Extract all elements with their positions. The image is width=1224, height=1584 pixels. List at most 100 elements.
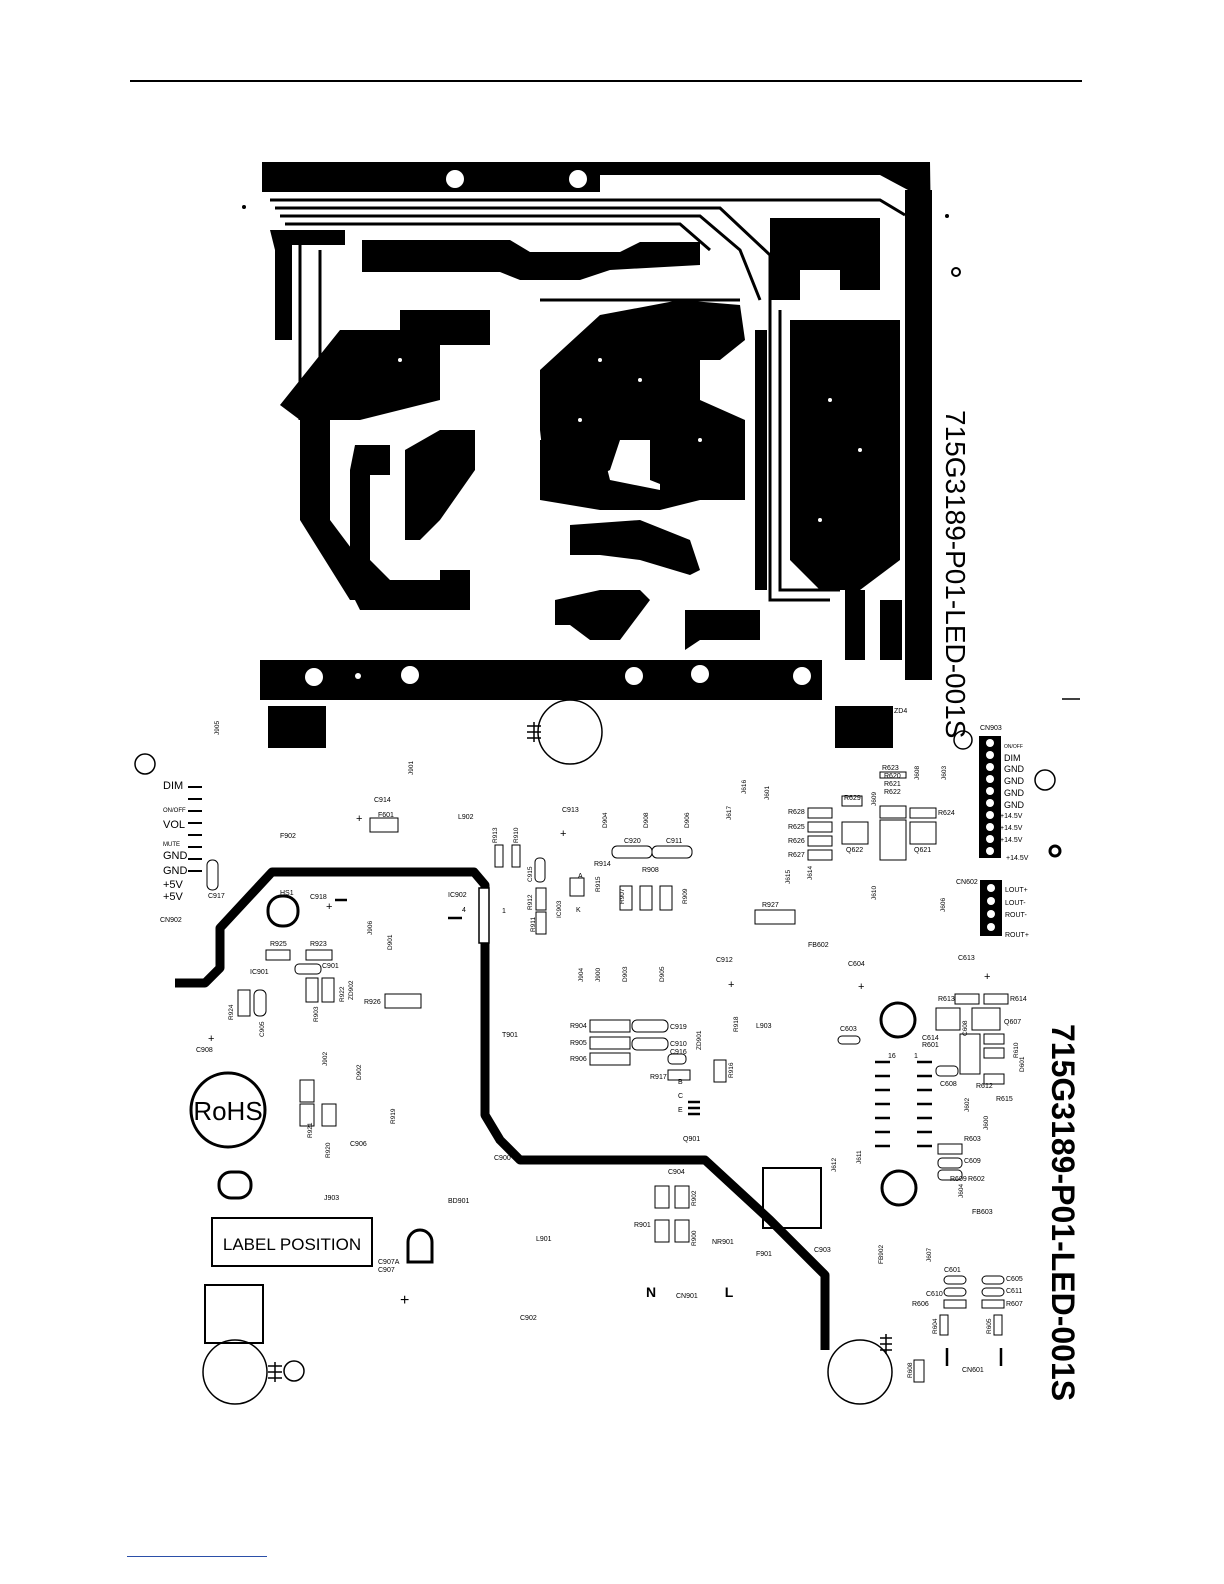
- via: [398, 358, 402, 362]
- ref-c610: C610: [926, 1291, 943, 1298]
- ref-r613: R613: [938, 996, 955, 1003]
- r628-outline: [807, 807, 833, 819]
- r902-outline: [674, 1185, 690, 1209]
- r921a-outline: [299, 1079, 315, 1103]
- ref-r620: R620: [884, 773, 901, 780]
- ref-c608-v: C608: [962, 1020, 969, 1036]
- cn903-pin-gnd3: GND: [1004, 788, 1025, 798]
- ref-r920: R920: [325, 1142, 332, 1158]
- ref-r926: R926: [364, 999, 381, 1006]
- ref-c914: C914: [374, 797, 391, 804]
- ref-c915: C915: [527, 866, 534, 882]
- via: [818, 518, 822, 522]
- ref-r910: R910: [513, 827, 520, 843]
- rohs-logo-ring: [189, 1071, 267, 1149]
- ref-r904: R904: [570, 1023, 587, 1030]
- fiducial-ring-right: [951, 267, 961, 277]
- copper-pour-right-block: [790, 320, 900, 590]
- q601-outline: [959, 1033, 981, 1075]
- mount-hole-fb603: [880, 1169, 918, 1207]
- ref-q607: Q607: [1004, 1019, 1021, 1026]
- mount-hole-7: [691, 665, 709, 683]
- r603-outline: [937, 1143, 963, 1155]
- via: [378, 518, 382, 522]
- part-number-top: 715G3189-P01-LED-001S: [940, 410, 971, 738]
- ref-j606: J606: [940, 898, 947, 912]
- ref-j904: J904: [578, 968, 585, 982]
- ref-r606: R606: [912, 1301, 929, 1308]
- ref-r909: R909: [682, 888, 689, 904]
- ref-r911: R911: [530, 917, 537, 932]
- r605-outline: [993, 1314, 1003, 1336]
- ref-r902: R902: [691, 1190, 698, 1206]
- mount-hole-5: [401, 666, 419, 684]
- ref-j607: J607: [926, 1248, 933, 1262]
- r912-outline: [535, 887, 547, 911]
- mount-hole-2: [569, 170, 587, 188]
- svg-text:+: +: [208, 1033, 214, 1045]
- j609-outline: [879, 805, 907, 819]
- svg-text:+: +: [984, 971, 990, 983]
- ref-c901: C901: [322, 963, 339, 970]
- cn902-pin-5v2: +5V: [163, 891, 184, 903]
- cn903-pin-dim: DIM: [1004, 753, 1021, 763]
- ref-q622: Q622: [846, 847, 863, 854]
- cn902-pin-dim: DIM: [163, 780, 183, 792]
- r916-outline: [713, 1059, 727, 1083]
- ref-j601: J601: [764, 786, 771, 800]
- cn903-pin-v1: +14.5V: [1000, 813, 1023, 820]
- pin-marker-k: K: [576, 907, 581, 914]
- ref-c604: C604: [848, 961, 865, 968]
- ref-ic901: IC901: [250, 969, 269, 976]
- r903a-outline: [305, 977, 319, 1003]
- r907-outline: [619, 885, 633, 911]
- r624-outline: [909, 807, 937, 819]
- hs1-slot: [266, 894, 300, 928]
- copper-pour-lower-right: [685, 610, 760, 650]
- ref-zd4: ZD4: [894, 708, 907, 715]
- rohs-logo: RoHS: [193, 1096, 262, 1126]
- ref-c611: C611: [1006, 1288, 1022, 1295]
- ref-j600: J600: [983, 1116, 990, 1130]
- copper-pour-left-main: [280, 310, 490, 600]
- pin-marker-e: E: [678, 1107, 683, 1114]
- polarity-plus-marks: +++ +++ ++: [208, 813, 990, 1309]
- ref-fb602: FB602: [808, 942, 829, 949]
- part-number-bottom: 715G3189-P01-LED-001S: [1045, 1024, 1081, 1401]
- q622-outline: [841, 821, 869, 845]
- ref-r607: R607: [1006, 1301, 1023, 1308]
- mount-hole-8: [793, 667, 811, 685]
- copper-pour-lower-center2: [555, 590, 650, 640]
- ref-j611: J611: [856, 1150, 863, 1164]
- svg-text:+: +: [400, 1292, 409, 1309]
- copper-trace-6: [778, 310, 840, 592]
- ref-designators: C914 F601 L902 F902 C913 C920 C911 R914 …: [196, 708, 1027, 1374]
- fiducial-dot-right: [945, 214, 949, 218]
- mount-hole-3: [879, 181, 889, 191]
- copper-trace-2: [275, 206, 772, 300]
- c605-outline: [981, 1275, 1005, 1285]
- ref-r605: R605: [986, 1318, 993, 1334]
- copper-trace-4: [285, 222, 711, 252]
- ref-c903: C903: [814, 1247, 831, 1254]
- ref-d901: D901: [387, 934, 394, 950]
- r625-outline: [807, 821, 833, 833]
- copper-right-leg1: [845, 590, 865, 660]
- cn902-name: CN902: [160, 917, 182, 924]
- outline-circle-right: [1034, 769, 1056, 791]
- ref-c917: C917: [208, 893, 225, 900]
- ref-r918: R918: [733, 1016, 740, 1032]
- ref-d601: D601: [1019, 1056, 1026, 1072]
- ref-r627: R627: [788, 852, 805, 859]
- r901a-outline: [654, 1185, 670, 1209]
- r614-outline: [983, 993, 1009, 1005]
- ref-c919: C919: [670, 1024, 687, 1031]
- r927-outline: [754, 909, 796, 925]
- ref-f601: F601: [378, 812, 394, 819]
- r911-outline: [535, 911, 547, 935]
- r626-outline: [807, 835, 833, 847]
- ref-c920: C920: [624, 838, 641, 845]
- mount-hole-9: [355, 673, 361, 679]
- cn903-name: CN903: [980, 725, 1002, 732]
